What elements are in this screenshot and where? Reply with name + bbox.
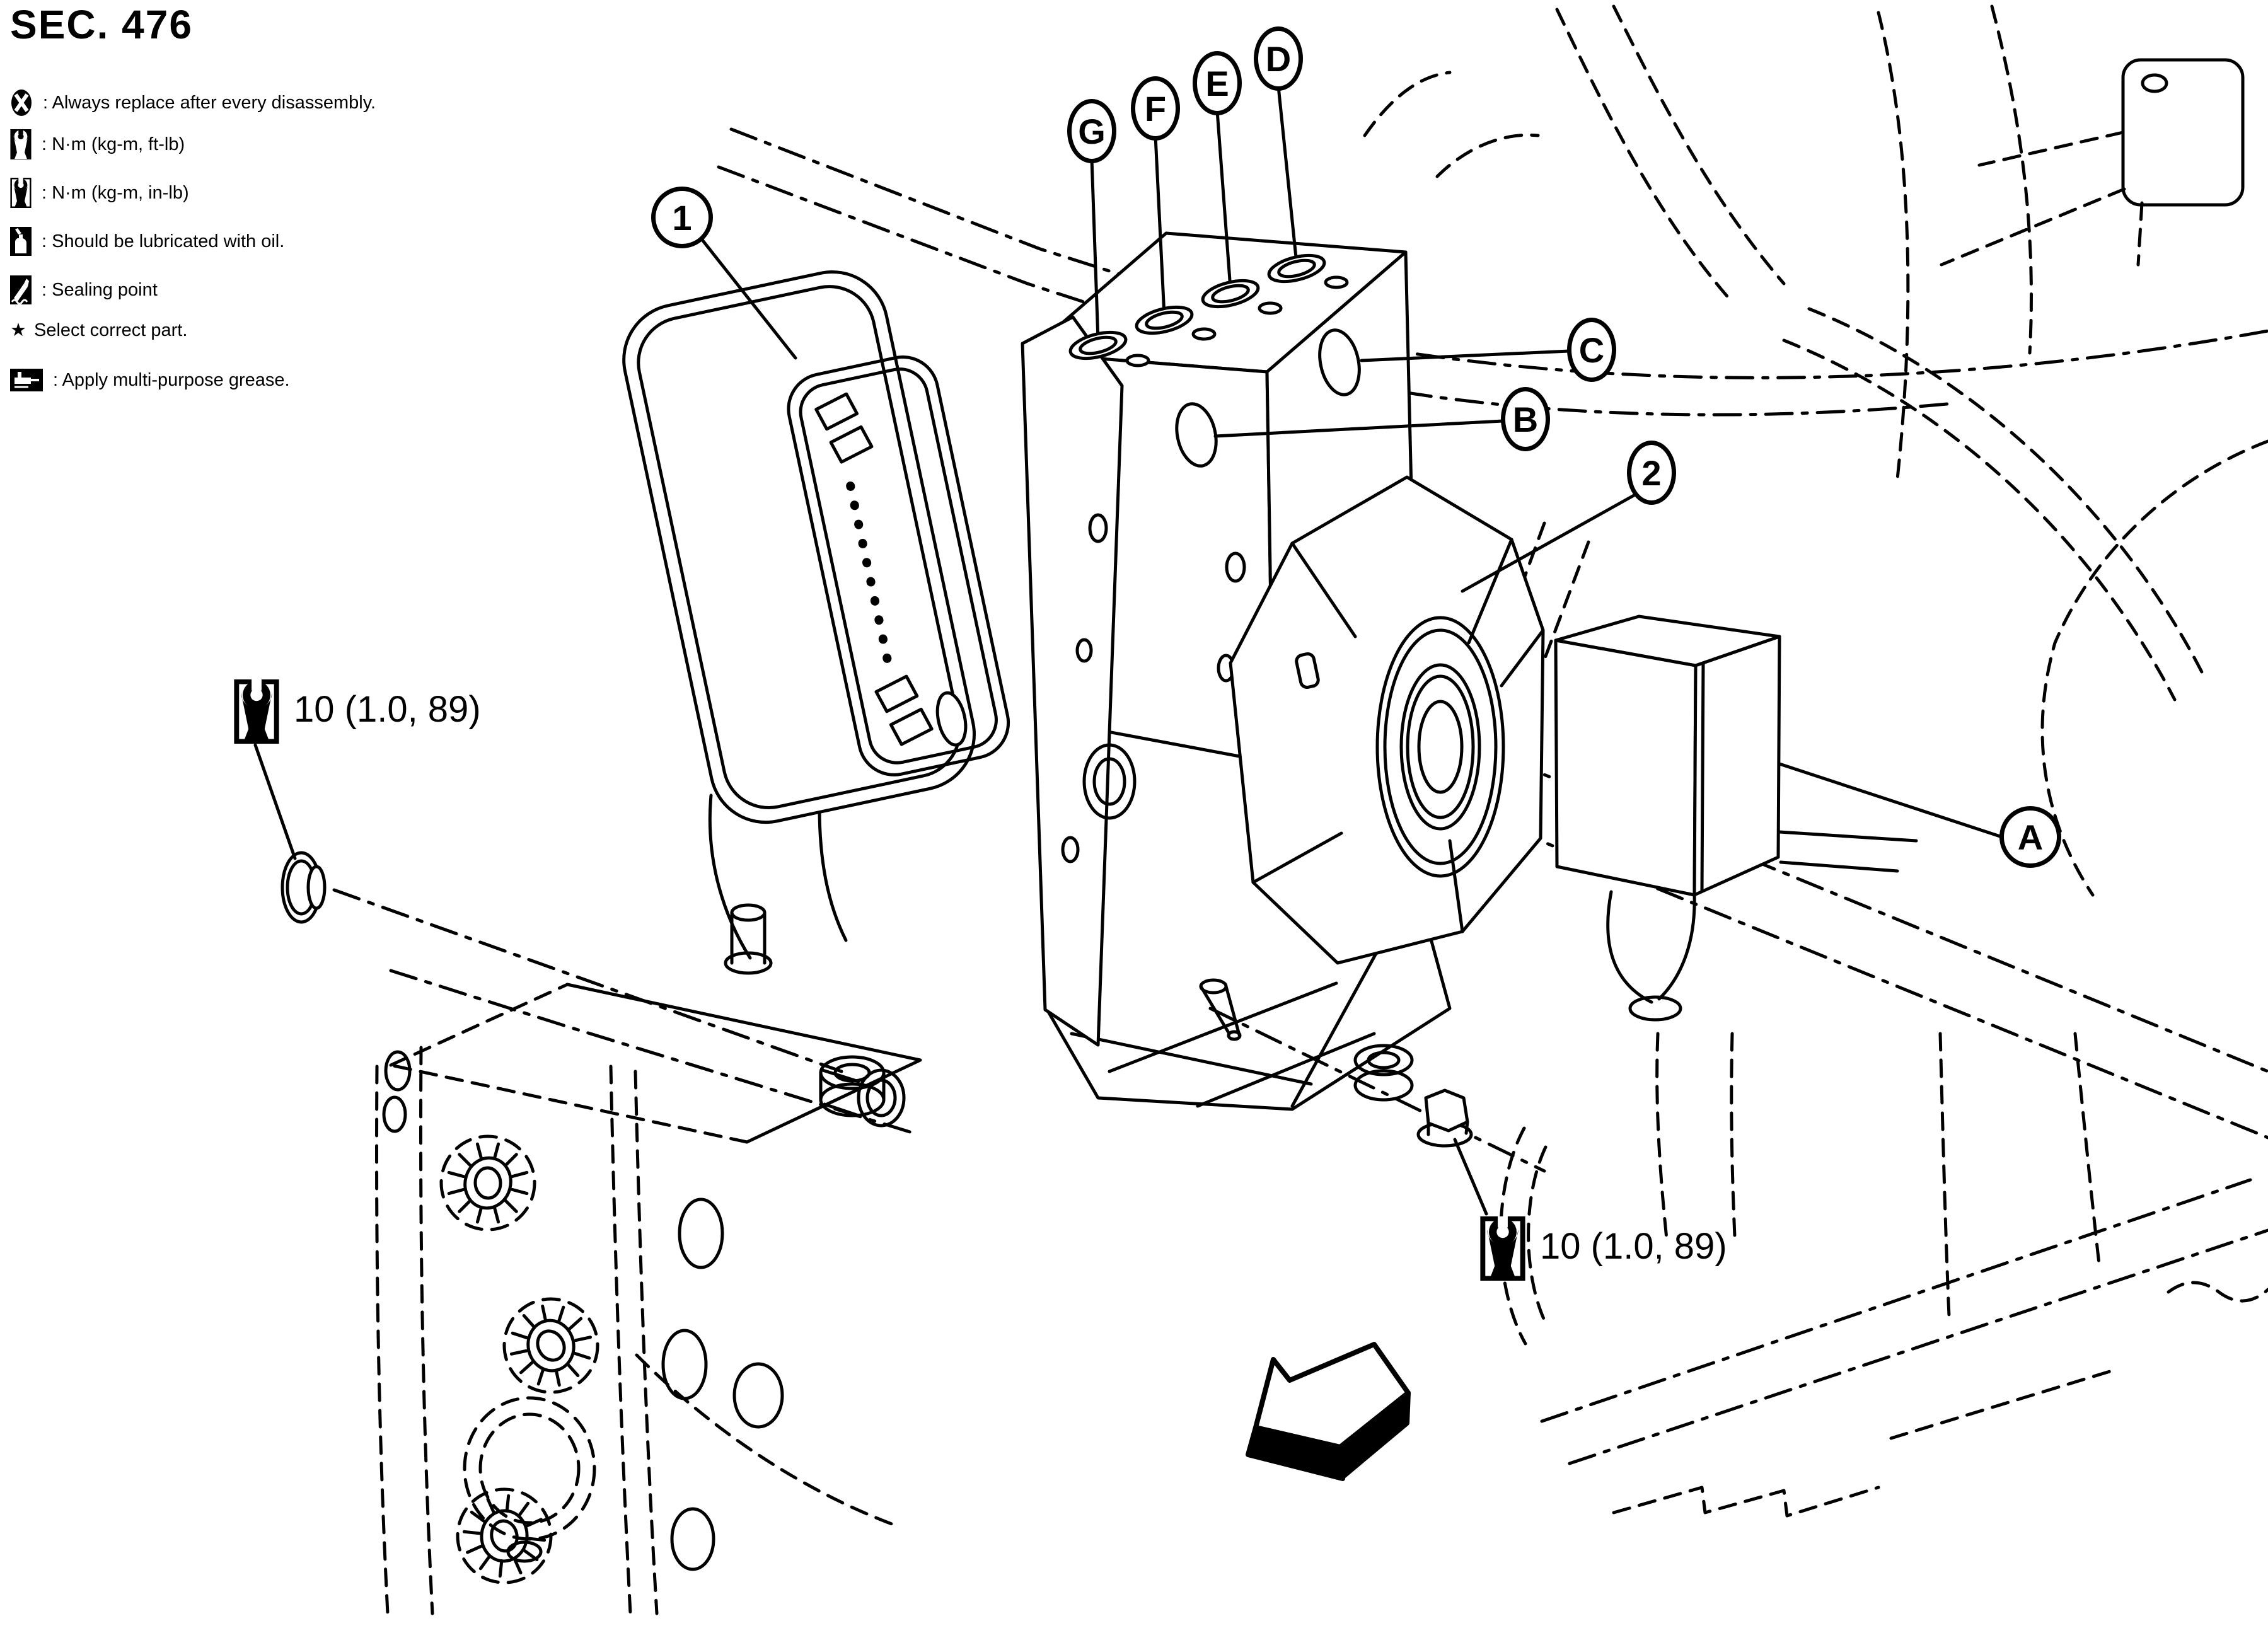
- mounting-bracket: [708, 793, 1452, 1117]
- select-part-star-icon: ★: [10, 320, 26, 340]
- abs-control-unit: [622, 270, 1010, 824]
- leader-c: [1360, 349, 1571, 362]
- legend-item-torque-inlb: : N·m (kg-m, in-lb): [10, 178, 189, 208]
- legend-item-sealing: : Sealing point: [10, 275, 158, 304]
- legend-item-label: : Sealing point: [42, 279, 158, 300]
- legend-item-torque-ftlb: : N·m (kg-m, ft-lb): [10, 129, 185, 159]
- grommet-bolt: [253, 743, 327, 924]
- direction-arrow: [1246, 1342, 1411, 1481]
- legend-item-label: : Apply multi-purpose grease.: [53, 369, 290, 390]
- legend-item-grease: : Apply multi-purpose grease.: [10, 369, 290, 391]
- callout-leaders: [699, 236, 2004, 839]
- valve-plate: [1021, 315, 1137, 1047]
- body-bracket-plate: [2121, 58, 2245, 267]
- connector-pins: [846, 481, 896, 682]
- always-replace-icon: [11, 89, 32, 116]
- pump-motor: [1229, 475, 1545, 965]
- callout-a: A: [1999, 806, 2061, 868]
- torque-value: 10 (1.0, 89): [1540, 1226, 1727, 1267]
- callout-f: F: [1131, 76, 1180, 141]
- stem-d: [1276, 84, 1299, 265]
- legend-item-label: : Should be lubricated with oil.: [42, 231, 285, 251]
- callout-e: E: [1193, 51, 1242, 115]
- oil-lubricate-icon: [10, 227, 32, 256]
- legend-item-oil: : Should be lubricated with oil.: [10, 227, 284, 256]
- leader-2: [1461, 493, 1636, 593]
- callout-b: B: [1501, 387, 1550, 451]
- torque-spec-right: 10 (1.0, 89): [1478, 1216, 1727, 1281]
- frame-member: [375, 983, 922, 1615]
- torque-value: 10 (1.0, 89): [294, 689, 481, 730]
- torque-wrench-box-icon: [1480, 1216, 1525, 1281]
- callout-d: D: [1254, 26, 1303, 91]
- legend-item-label: : N·m (kg-m, ft-lb): [42, 134, 185, 154]
- leader-1: [699, 236, 797, 360]
- harness-connector: [787, 355, 1010, 776]
- stem-f: [1154, 134, 1166, 317]
- relay-bracket-box: [1554, 615, 1918, 1022]
- port-b: [1175, 402, 1218, 468]
- legend: : Always replace after every disassembly…: [10, 0, 577, 441]
- callout-c: C: [1567, 318, 1616, 382]
- port-c: [1318, 328, 1361, 396]
- legend-item-select-part: ★ Select correct part.: [10, 320, 187, 341]
- legend-item-label: : N·m (kg-m, in-lb): [42, 182, 189, 203]
- leader-a: [1778, 762, 2004, 839]
- torque-ftlb-icon: [10, 129, 32, 159]
- torque-wrench-box-icon: [234, 679, 279, 744]
- torque-leader-left: [253, 743, 297, 860]
- callout-g: G: [1067, 99, 1116, 163]
- torque-inlb-icon: [10, 178, 32, 208]
- stem-e: [1215, 109, 1232, 291]
- top-ports: [1068, 84, 1349, 367]
- legend-item-replace: : Always replace after every disassembly…: [10, 88, 376, 117]
- legend-item-label: Select correct part.: [34, 320, 188, 340]
- callout-1: 1: [651, 187, 713, 248]
- leader-b: [1213, 419, 1505, 438]
- stem-g: [1090, 157, 1100, 342]
- torque-leader-right: [1453, 1138, 1488, 1216]
- grease-icon: [10, 369, 43, 391]
- page-title: SEC. 476: [10, 2, 193, 47]
- torque-spec-left: 10 (1.0, 89): [232, 679, 481, 744]
- callout-2: 2: [1627, 441, 1676, 505]
- sealing-point-icon: [10, 275, 32, 304]
- body-panel-curves: [1363, 4, 2268, 1518]
- legend-item-label: : Always replace after every disassembly…: [43, 92, 376, 113]
- flange-nut: [1416, 1088, 1488, 1216]
